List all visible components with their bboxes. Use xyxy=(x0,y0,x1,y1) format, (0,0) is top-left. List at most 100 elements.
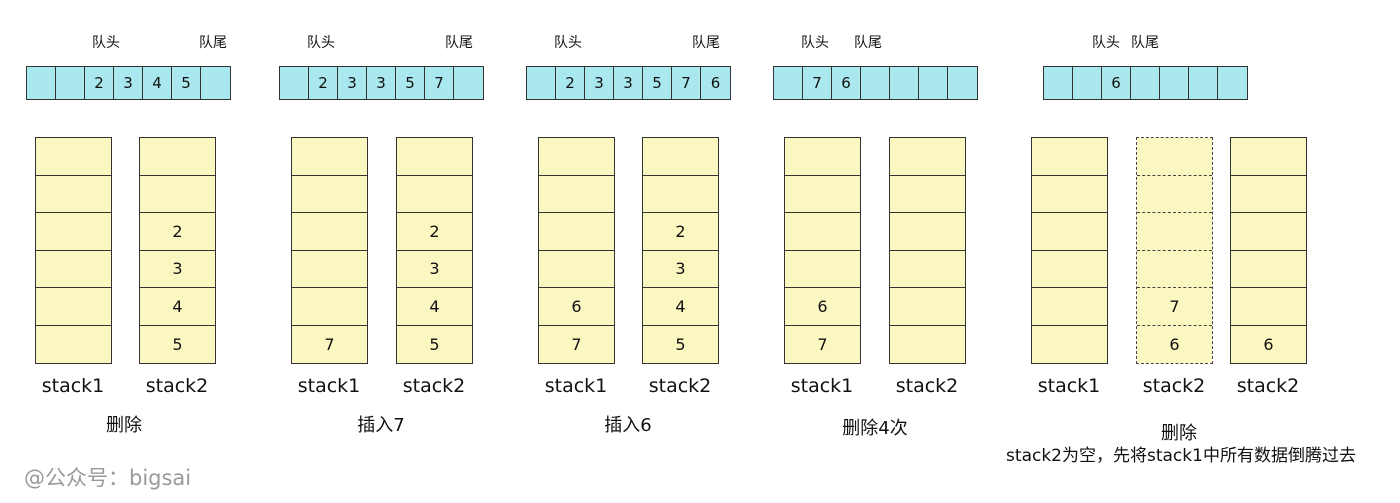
queue: 2 3 4 5 xyxy=(26,66,231,100)
stack-cell: 3 xyxy=(643,250,718,288)
stack-cell: 5 xyxy=(140,325,215,363)
stack-cell xyxy=(1032,175,1107,213)
queue-head-label: 队头 xyxy=(801,35,829,51)
stack1-label: stack1 xyxy=(297,375,361,397)
queue-head-label: 队头 xyxy=(92,35,120,51)
stack2-label: stack2 xyxy=(895,375,959,397)
stack-cell xyxy=(539,138,614,176)
stack2-label: stack2 xyxy=(1142,375,1206,397)
queue-cell: 2 xyxy=(556,67,585,99)
stack-cell xyxy=(1032,325,1107,363)
stack-cell: 4 xyxy=(140,288,215,326)
stack2 xyxy=(889,137,966,364)
queue-cell xyxy=(1218,67,1247,99)
queue-cell: 7 xyxy=(672,67,701,99)
stack-cell xyxy=(785,213,860,251)
stack-cell: 5 xyxy=(643,325,718,363)
queue-cell xyxy=(201,67,230,99)
stack-cell xyxy=(292,138,367,176)
stack-cell: 7 xyxy=(1137,288,1212,326)
queue-cell xyxy=(774,67,803,99)
stack2-transfer: 7 6 xyxy=(1136,137,1213,364)
queue-cell xyxy=(527,67,556,99)
queue-cell: 2 xyxy=(85,67,114,99)
stack-cell xyxy=(36,250,111,288)
queue-cell xyxy=(1073,67,1102,99)
stack-cell: 3 xyxy=(140,250,215,288)
queue: 2 3 3 5 7 xyxy=(279,66,484,100)
stack2-label: stack2 xyxy=(1236,375,1300,397)
stack-cell: 2 xyxy=(397,213,472,251)
queue-cell xyxy=(861,67,890,99)
queue-cell: 2 xyxy=(309,67,338,99)
stack-cell xyxy=(890,138,965,176)
stack1 xyxy=(35,137,112,364)
queue-tail-label: 队尾 xyxy=(692,35,720,51)
stack-cell xyxy=(292,175,367,213)
stack2-label: stack2 xyxy=(402,375,466,397)
queue-cell xyxy=(1189,67,1218,99)
queue: 2 3 3 5 7 6 xyxy=(526,66,731,100)
queue-cell: 7 xyxy=(803,67,832,99)
queue-cell: 6 xyxy=(1102,67,1131,99)
queue-cell xyxy=(27,67,56,99)
queue-cell: 6 xyxy=(701,67,730,99)
queue-cell xyxy=(454,67,483,99)
queue-tail-label: 队尾 xyxy=(854,35,882,51)
stack2-label: stack2 xyxy=(145,375,209,397)
queue-cell xyxy=(280,67,309,99)
stack1-label: stack1 xyxy=(1037,375,1101,397)
stack-cell xyxy=(643,138,718,176)
stack-cell: 7 xyxy=(292,325,367,363)
stack1: 6 7 xyxy=(538,137,615,364)
stack-cell xyxy=(292,288,367,326)
queue-cell xyxy=(948,67,977,99)
stack-cell xyxy=(1231,213,1306,251)
stack-cell xyxy=(292,250,367,288)
queue-tail-label: 队尾 xyxy=(1131,35,1159,51)
stack-cell xyxy=(890,288,965,326)
queue: 7 6 xyxy=(773,66,978,100)
stack-cell xyxy=(890,213,965,251)
stack1-label: stack1 xyxy=(41,375,105,397)
panel-caption: 插入6 xyxy=(604,415,652,436)
queue-head-label: 队头 xyxy=(307,35,335,51)
stack-cell xyxy=(36,138,111,176)
panel-caption: 插入7 xyxy=(357,415,405,436)
stack1-label: stack1 xyxy=(790,375,854,397)
stack-cell xyxy=(890,250,965,288)
queue-cell xyxy=(56,67,85,99)
stack-cell xyxy=(1137,175,1212,213)
stack-cell xyxy=(890,325,965,363)
panel-caption: 删除4次 xyxy=(842,418,908,439)
stack-cell: 6 xyxy=(785,288,860,326)
queue-cell: 3 xyxy=(338,67,367,99)
stack-cell xyxy=(1231,175,1306,213)
stack-cell xyxy=(1032,288,1107,326)
queue-cell: 5 xyxy=(643,67,672,99)
queue-cell: 7 xyxy=(425,67,454,99)
stack-cell: 4 xyxy=(397,288,472,326)
queue-cell: 5 xyxy=(172,67,201,99)
stack1: 6 7 xyxy=(784,137,861,364)
stack-cell xyxy=(539,175,614,213)
stack-cell xyxy=(1231,250,1306,288)
stack-cell xyxy=(1137,213,1212,251)
stack-cell xyxy=(643,175,718,213)
stack-cell xyxy=(36,213,111,251)
stack-cell xyxy=(397,175,472,213)
queue-tail-label: 队尾 xyxy=(199,35,227,51)
queue-head-label: 队头 xyxy=(554,35,582,51)
watermark: @公众号：bigsai xyxy=(24,466,192,490)
stack-cell xyxy=(140,138,215,176)
stack-cell: 6 xyxy=(539,288,614,326)
queue-cell: 3 xyxy=(614,67,643,99)
stack-cell xyxy=(890,175,965,213)
queue-cell xyxy=(890,67,919,99)
stack-cell xyxy=(539,213,614,251)
queue-cell: 3 xyxy=(367,67,396,99)
panel-caption-detail: stack2为空，先将stack1中所有数据倒腾过去 xyxy=(1006,446,1356,466)
stack-cell: 3 xyxy=(397,250,472,288)
stack-cell: 7 xyxy=(539,325,614,363)
stack1-label: stack1 xyxy=(544,375,608,397)
